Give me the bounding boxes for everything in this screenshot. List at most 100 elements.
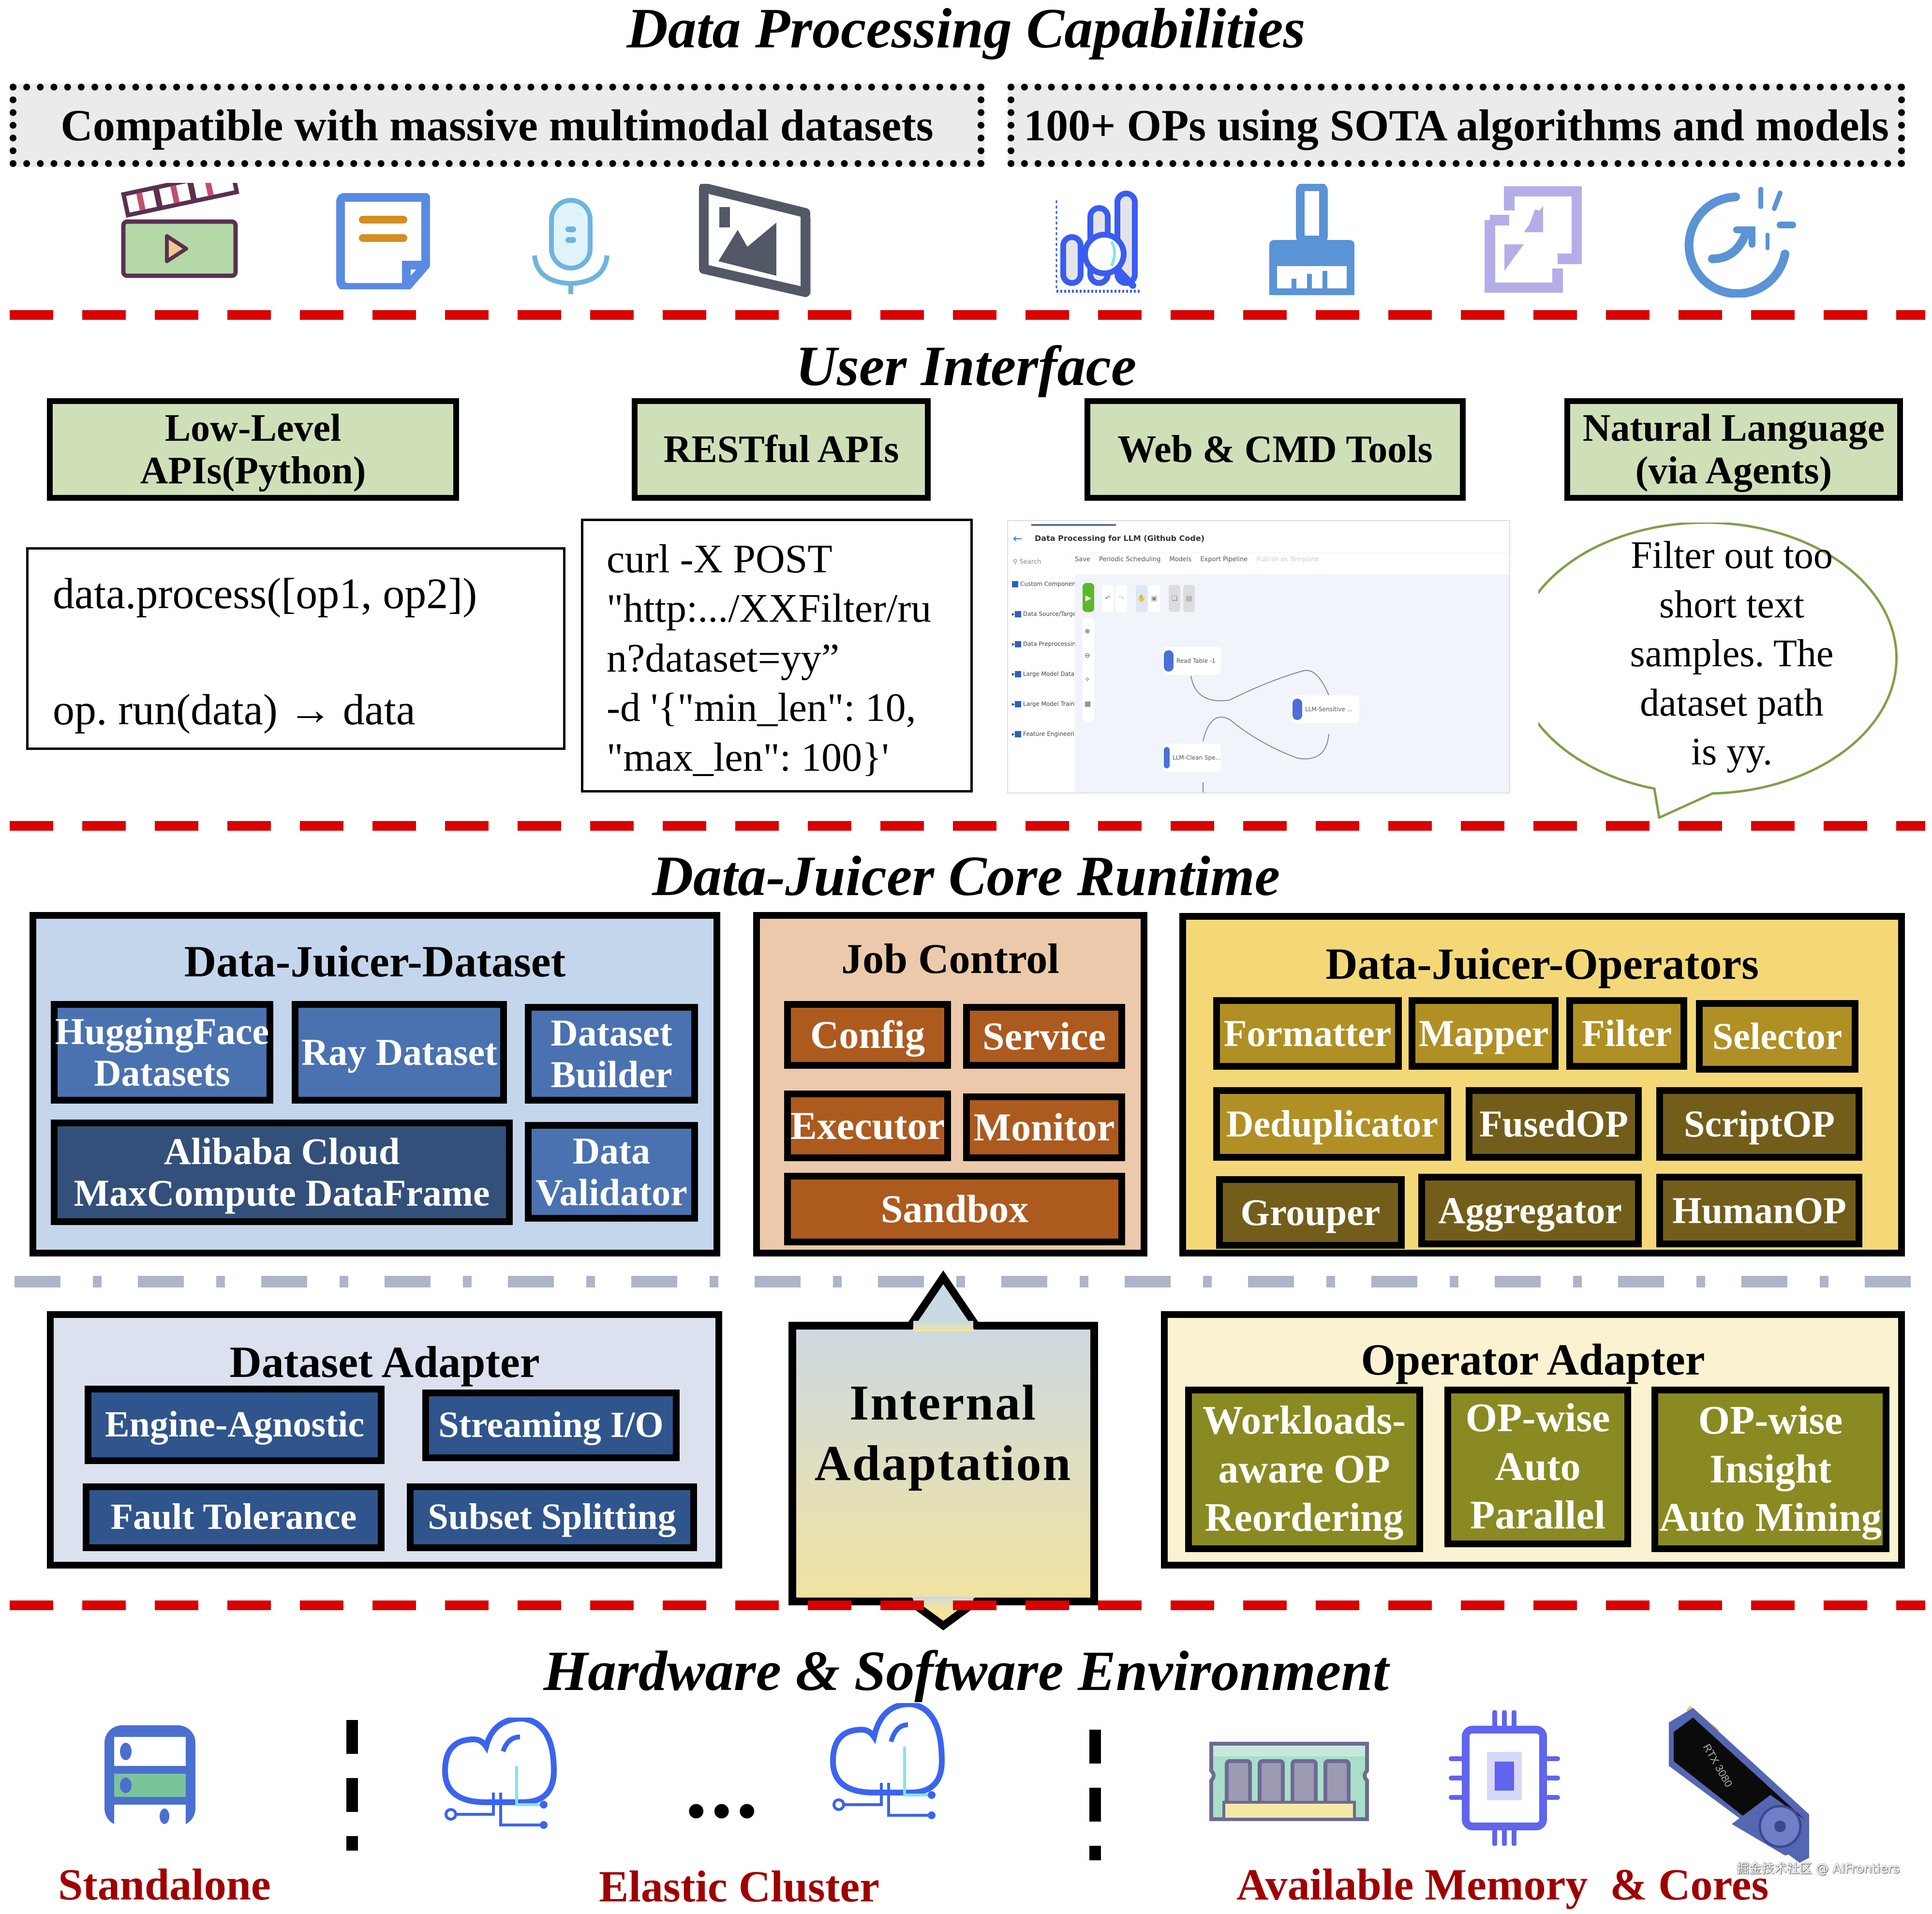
operator-aggregator: Aggregator [1418,1174,1642,1247]
python-code-line-2: op. run(data) → data [53,686,416,734]
dataset-adapter-box: Dataset Adapter Engine-Agnostic Streamin… [47,1311,722,1569]
publish-template-button[interactable]: Publish as Template [1256,556,1319,563]
job-control-title: Job Control [841,936,1059,983]
sidebar-item-data-source[interactable]: ▸Data Source/Target [1012,611,1079,617]
export-pipeline-button[interactable]: Export Pipeline [1200,556,1248,563]
multimodal-datasets-box: Compatible with massive multimodal datas… [10,84,984,167]
engine-agnostic-item: Engine-Agnostic [85,1386,385,1464]
web-cmd-tools-box: Web & CMD Tools [1085,398,1466,501]
ray-dataset-item: Ray Dataset [292,1001,507,1104]
minimap-icon[interactable]: ▦ [1085,700,1091,708]
operators-box-title: Data-Juicer-Operators [1325,939,1759,988]
operator-scriptop: ScriptOP [1656,1087,1862,1161]
cloud-node-icon-2 [830,1703,945,1819]
item-line: Dataset [550,1012,672,1054]
item-line: Alibaba Cloud [163,1130,400,1173]
standalone-server-icon [104,1725,195,1826]
sidebar-item-data-preprocessing[interactable]: ▸Data Preprocessing [1012,641,1080,647]
item-line: Parallel [1470,1493,1605,1538]
web-cmd-tools-label: Web & CMD Tools [1117,428,1433,471]
sidebar-item-feature-engineering[interactable]: ▸Feature Engineering [1012,731,1082,737]
subset-splitting-item: Subset Splitting [407,1483,697,1551]
image-icon [699,184,811,297]
item-line: Mapper [1418,1012,1549,1055]
operator-grouper: Grouper [1216,1176,1405,1249]
undo-button[interactable]: ↶ [1102,585,1114,612]
watermark: 掘金技术社区 @ AIFrontiers [1737,1862,1900,1876]
item-line: MaxCompute DataFrame [74,1172,490,1214]
refresh-sync-icon [1684,187,1796,298]
node-icon [1293,699,1302,720]
web-ui-active-tab-indicator [1031,524,1116,526]
rest-code-line-3: n?dataset=yy” [607,635,840,681]
item-line: Aggregator [1438,1189,1622,1232]
core-runtime-title: Data-Juicer Core Runtime [652,844,1280,908]
runtime-adapter-divider [15,1276,1925,1287]
web-ui-search[interactable]: ⚲ Search [1013,558,1041,566]
copy-button[interactable]: ❏ [1169,585,1180,612]
web-ui-sidebar: ⚲ Search Custom Components ▸Data Source/… [1008,553,1095,793]
item-line: Service [982,1014,1106,1058]
separator-2 [1089,1730,1101,1860]
rest-code-line-1: curl -X POST [607,537,832,582]
zoom-out-icon[interactable]: ⊖ [1085,652,1090,659]
item-line: Streaming I/O [438,1405,664,1446]
back-arrow-icon[interactable]: ← [1013,532,1023,545]
sota-ops-label: 100+ OPs using SOTA algorithms and model… [1024,101,1889,150]
operator-formatter: Formatter [1213,997,1402,1070]
sidebar-item-custom-components[interactable]: Custom Components [1012,581,1081,587]
compress-icon [1485,186,1582,293]
python-code-line-1: data.process([op1, op2]) [53,570,477,618]
agent-request-line: dataset path [1640,681,1824,724]
node-icon [1164,650,1174,672]
item-line: Engine-Agnostic [104,1404,365,1445]
item-line: Filter [1581,1012,1672,1055]
copy-icon: ❏ [1171,595,1178,602]
microphone-icon [532,198,609,294]
folder-icon [1012,581,1018,587]
service-item: Service [963,1004,1125,1069]
elastic-cluster-label: Elastic Cluster [599,1862,880,1911]
pipeline-node-llm-clean[interactable]: LLM-Clean Spe... [1163,744,1221,772]
item-line: Insight [1709,1446,1832,1492]
redo-button[interactable]: ↷ [1115,585,1127,612]
zoom-in-icon[interactable]: ⊕ [1085,628,1090,635]
search-icon: ⚲ [1013,558,1018,566]
undo-icon: ↶ [1105,595,1111,602]
capabilities-title: Data Processing Capabilities [626,0,1306,60]
select-icon: ▣ [1151,595,1158,602]
node-label: Read Table -1 [1176,658,1216,664]
web-ui-topbar: ← Data Processing for LLM (Github Code) [1008,521,1509,553]
node-label: LLM-Clean Spe... [1173,754,1221,761]
pipeline-node-read-table[interactable]: Read Table -1 [1163,647,1221,675]
item-line: Auto Mining [1659,1495,1882,1540]
select-button[interactable]: ▣ [1148,585,1160,612]
node-icon [1164,747,1170,768]
section-divider-3 [10,1600,1925,1610]
run-button[interactable]: ▶ [1083,583,1094,612]
web-ui-search-placeholder: Search [1019,558,1041,566]
dataset-adapter-title: Dataset Adapter [229,1337,540,1387]
rest-code-box: curl -X POST "http:.../XXFilter/ru n?dat… [581,519,973,793]
separator-1 [346,1720,358,1851]
chart-button[interactable]: ▤ [1183,585,1195,612]
agent-request-line: short text [1659,583,1804,626]
fit-view-icon[interactable]: ✧ [1085,676,1090,684]
sota-ops-box: 100+ OPs using SOTA algorithms and model… [1008,84,1905,167]
item-line: ScriptOP [1684,1103,1835,1145]
periodic-scheduling-button[interactable]: Periodic Scheduling [1099,556,1161,563]
save-button[interactable]: Save [1075,556,1090,563]
item-line: Executor [790,1103,945,1148]
sidebar-item-label: Custom Components [1020,581,1081,587]
rest-code-line-4: -d '{"min_len": 10, [607,685,916,731]
agent-request-line: is yy. [1691,731,1773,774]
hardware-title: Hardware & Software Environment [543,1639,1389,1703]
pipeline-node-llm-sensitive[interactable]: LLM-Sensitive ... [1292,695,1359,723]
web-ui-pipeline-title: Data Processing for LLM (Github Code) [1035,534,1205,543]
pan-button[interactable]: ✋ [1136,585,1147,612]
item-line: Selector [1712,1015,1843,1058]
models-button[interactable]: Models [1169,556,1192,563]
operator-fusedop: FusedOP [1466,1087,1642,1161]
